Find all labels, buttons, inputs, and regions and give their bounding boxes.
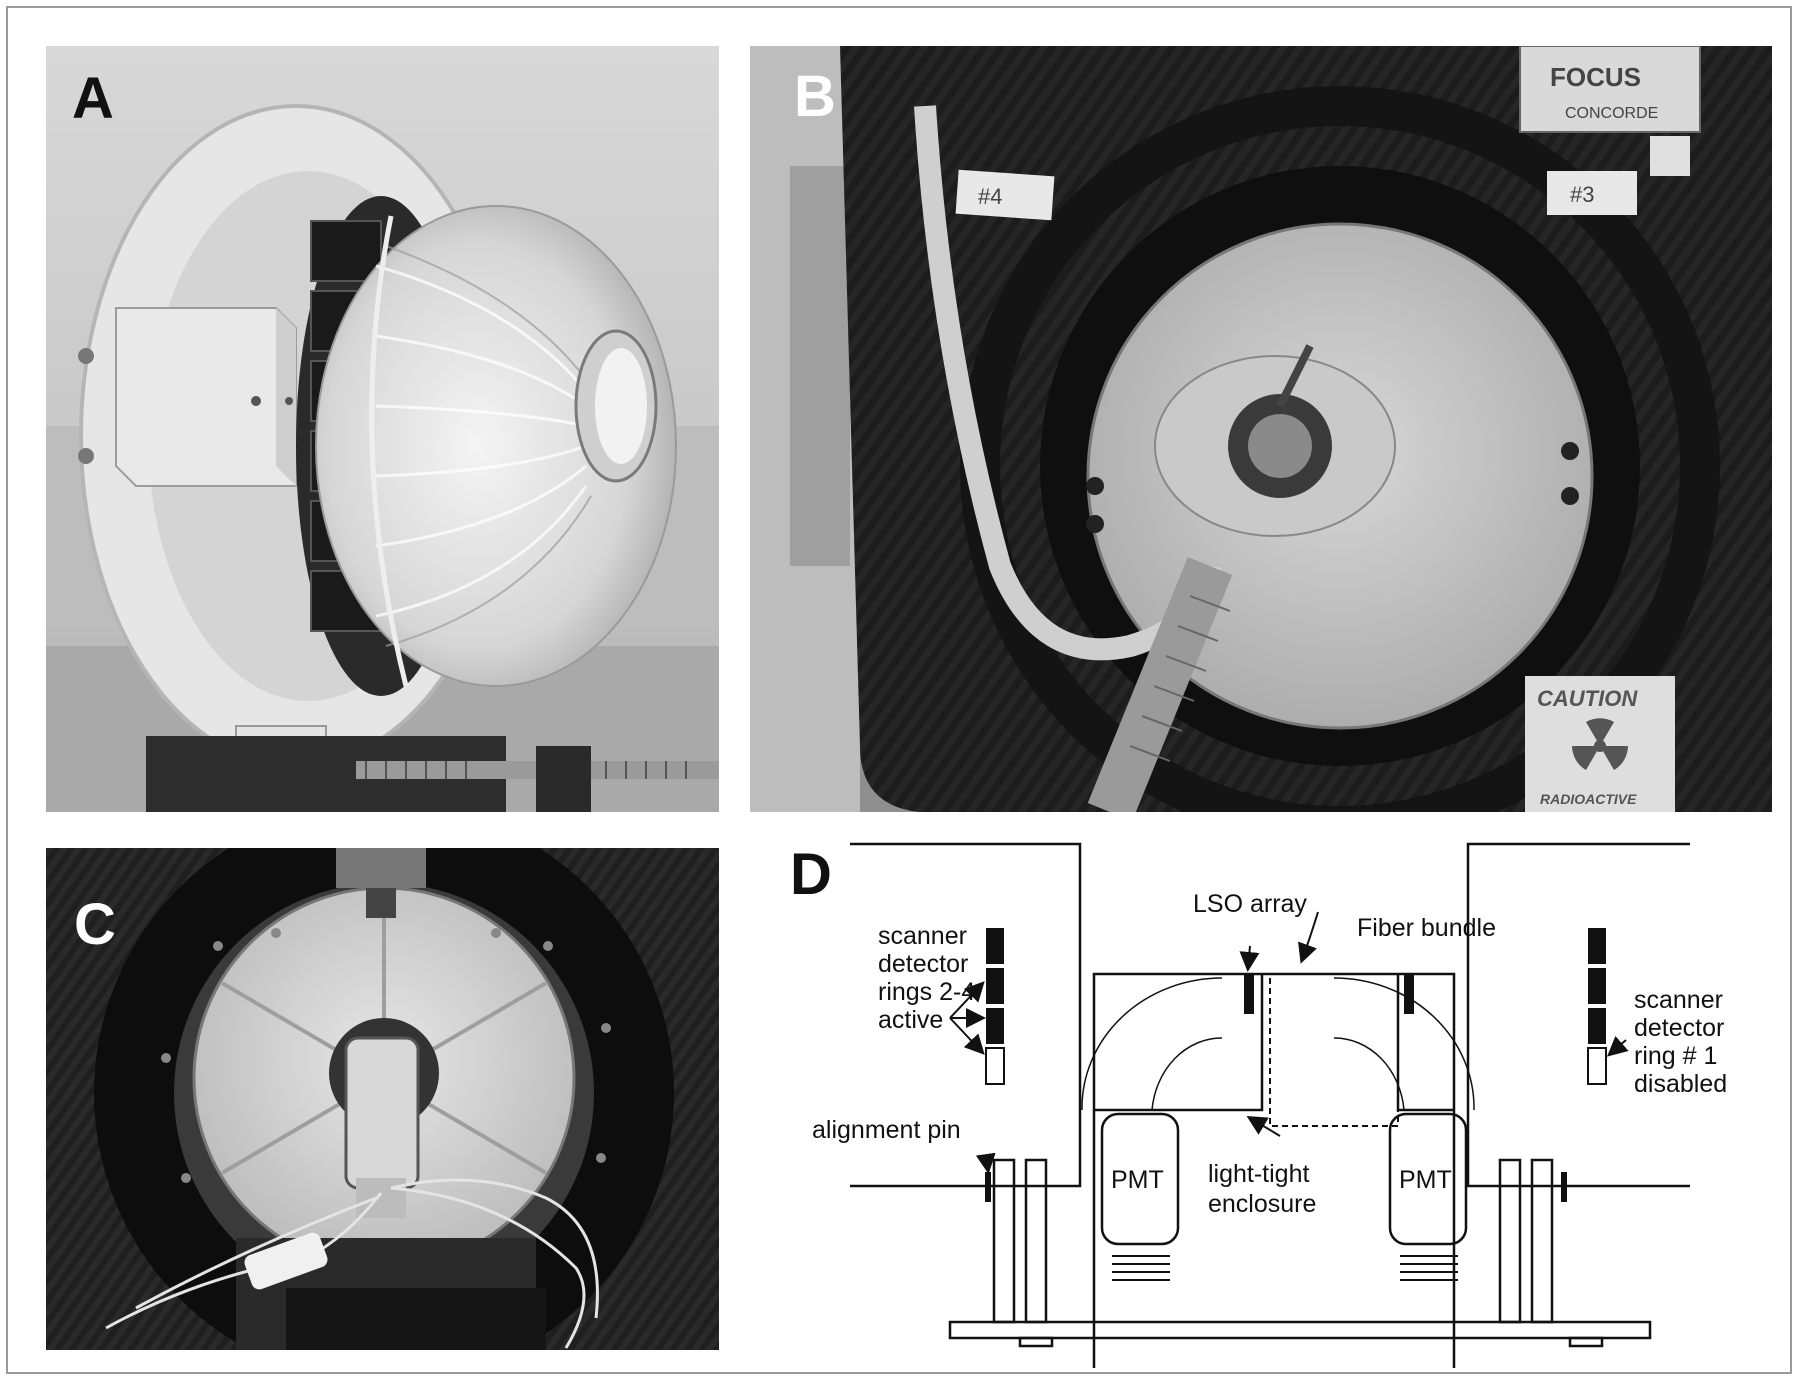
schematic-diagram: LSO array Fiber bundle scanner detector …: [812, 842, 1727, 1368]
figure-frame: A: [6, 6, 1792, 1374]
fiber-inner-left: [1151, 1037, 1223, 1111]
label-alignment-pin: alignment pin: [812, 1116, 961, 1144]
label-ring-disabled-3: ring # 1: [1634, 1042, 1717, 1070]
label-rings-active-4: active: [878, 1006, 943, 1034]
alignment-pin-left: [985, 1172, 991, 1202]
support-post-right: [1498, 1158, 1522, 1324]
label-ring-disabled-1: scanner: [1634, 986, 1723, 1014]
alignment-pin-right: [1561, 1172, 1567, 1202]
lso-array-right: [1404, 974, 1414, 1014]
base-foot-right: [1568, 1336, 1604, 1348]
label-rings-active-2: detector: [878, 950, 968, 978]
panel-b-illustration: #4 #3 FOCUS CONCORDE CAUTION RADIOACTIVE: [750, 46, 1772, 812]
arrow-pin: [975, 1152, 996, 1174]
arrow-enclosure: [1246, 1115, 1281, 1137]
fiber-outer-right: [1333, 977, 1475, 1111]
enclosure-step-left: [1094, 974, 1264, 1112]
label-enclosure-1: light-tight: [1208, 1160, 1309, 1188]
label-fiber-bundle: Fiber bundle: [1357, 914, 1496, 942]
support-post-left: [992, 1158, 1016, 1324]
label-pmt-left: PMT: [1111, 1166, 1164, 1194]
arrow-ring-1: [1606, 1035, 1629, 1057]
panel-letter-d: D: [790, 842, 832, 907]
panel-d-schematic: LSO array Fiber bundle scanner detector …: [750, 808, 1790, 1368]
panel-c-illustration: [46, 848, 719, 1350]
tag-left-text: #4: [978, 184, 1002, 209]
logo-word: FOCUS: [1550, 62, 1641, 92]
detector-rings-left: [985, 928, 1005, 1085]
scanner-bore-right: [1466, 842, 1690, 1188]
fiber-outer-left: [1081, 977, 1223, 1111]
panel-letter-a: A: [72, 66, 114, 131]
scanner-bore-left: [850, 842, 1082, 1188]
base-foot-left: [1018, 1336, 1054, 1348]
label-ring-disabled-2: detector: [1634, 1014, 1724, 1042]
tag-right-text: #3: [1570, 182, 1594, 207]
radiation-icon: [1572, 718, 1628, 770]
panel-c-photo: C: [46, 848, 719, 1350]
arrow-lso: [1239, 945, 1260, 972]
label-rings-active-3: rings 2-4: [878, 978, 975, 1006]
panel-letter-b: B: [794, 64, 836, 129]
caution-title: CAUTION: [1537, 686, 1638, 711]
label-lso-array: LSO array: [1193, 890, 1307, 918]
support-post-left-2: [1024, 1158, 1048, 1324]
imaging-volume: [1269, 973, 1399, 1127]
label-pmt-right: PMT: [1399, 1166, 1452, 1194]
support-post-right-2: [1530, 1158, 1554, 1324]
caution-sub: RADIOACTIVE: [1540, 791, 1637, 807]
label-rings-active-1: scanner: [878, 922, 967, 950]
panel-b-photo: #4 #3 FOCUS CONCORDE CAUTION RADIOACTIVE…: [750, 46, 1772, 812]
fiber-inner-right: [1333, 1037, 1405, 1111]
label-ring-disabled-4: disabled: [1634, 1070, 1727, 1098]
lso-array-left: [1244, 974, 1254, 1014]
panel-letter-c: C: [74, 892, 116, 957]
logo-brand: CONCORDE: [1565, 105, 1658, 122]
arrow-fiber: [1298, 911, 1319, 964]
panel-a-photo: A: [46, 46, 719, 812]
pmt-left-outline: [1100, 1112, 1180, 1246]
panel-a-illustration: [46, 46, 719, 812]
arrow-ring-4: [949, 1017, 985, 1055]
label-enclosure-2: enclosure: [1208, 1190, 1316, 1218]
detector-rings-right: [1587, 928, 1607, 1085]
base-plate: [948, 1320, 1652, 1340]
pmt-right-outline: [1388, 1112, 1468, 1246]
arrow-ring-2: [949, 981, 985, 1019]
